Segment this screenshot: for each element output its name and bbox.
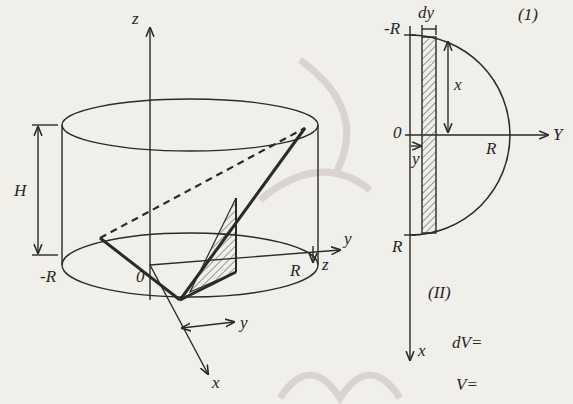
cross-section-figure (404, 25, 548, 360)
origin-label: 0 (393, 124, 402, 142)
dimension-label: dy (418, 4, 434, 22)
origin-label: 0 (136, 268, 145, 286)
dimension-label: y (240, 314, 248, 332)
axis-label: z (132, 10, 139, 28)
axis-label: x (212, 374, 220, 392)
dimension-label: y (412, 150, 420, 168)
axis-value: -R (384, 20, 400, 38)
axis-value: R (290, 262, 300, 280)
axis-label: x (418, 342, 426, 360)
part-number: (1) (518, 6, 538, 24)
dimension-label: x (454, 76, 462, 94)
axis-value: -R (40, 268, 56, 286)
dimension-label: H (14, 182, 26, 200)
axis-label: z (322, 256, 329, 274)
axis-label: y (344, 230, 352, 248)
axis-label: Y (553, 126, 562, 144)
formula-text: V= (456, 376, 478, 394)
axis-value: R (486, 140, 496, 158)
paper-smudge (260, 60, 400, 398)
formula-text: dV= (452, 334, 482, 352)
part-number: (II) (428, 284, 451, 302)
cylinder-figure (32, 28, 340, 374)
axis-value: R (392, 238, 402, 256)
